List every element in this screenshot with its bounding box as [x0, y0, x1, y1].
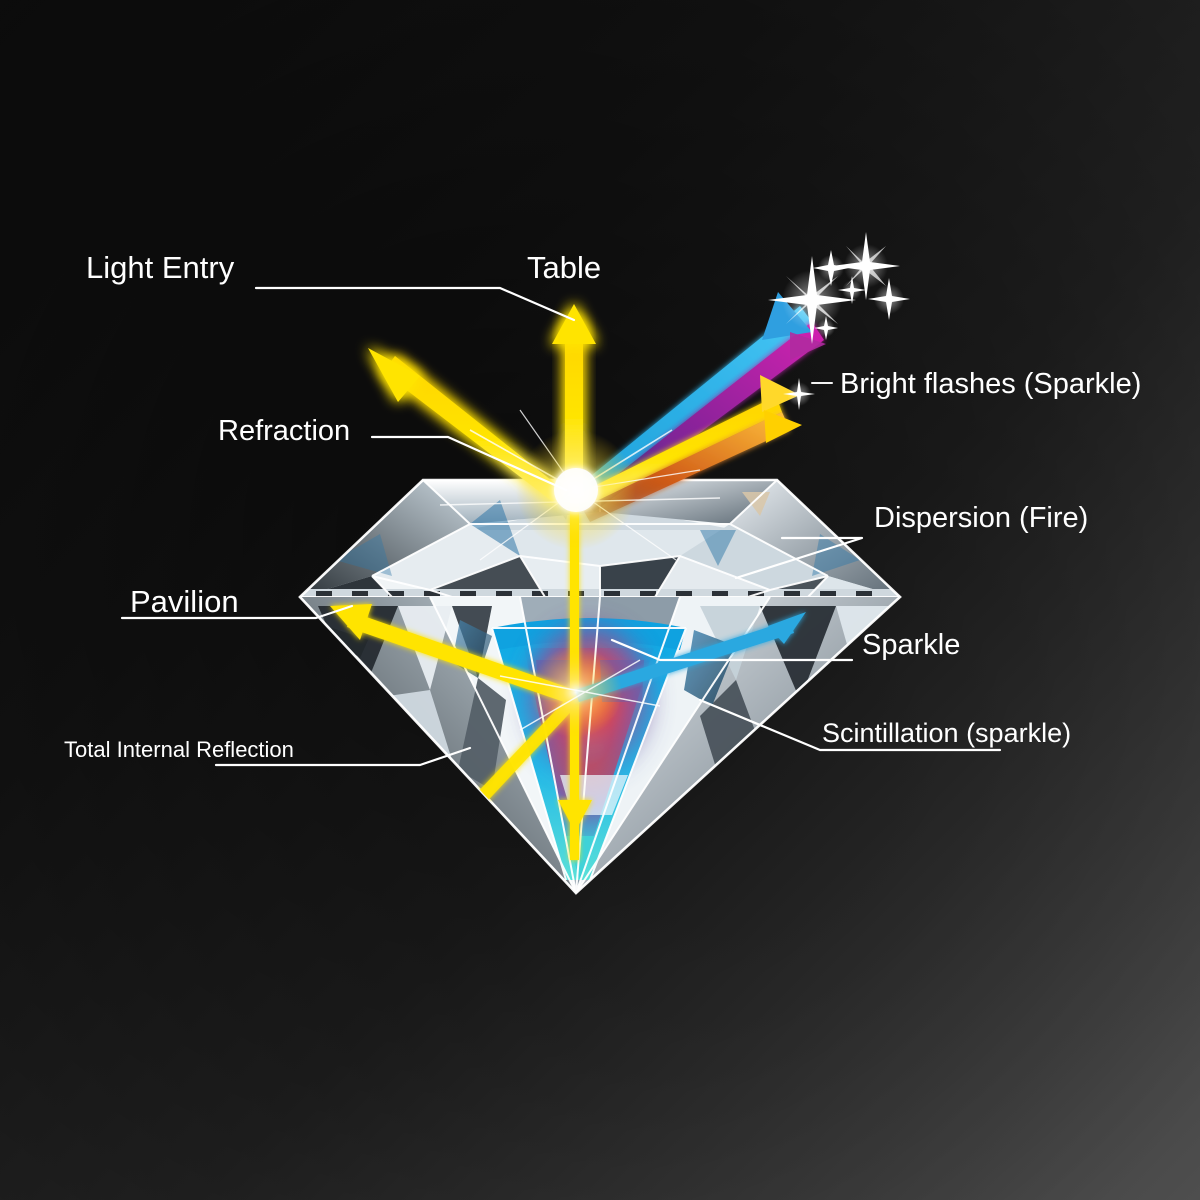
leader-tir: [214, 746, 472, 767]
label-light-entry: Light Entry: [86, 250, 235, 285]
pavilion-internal-ray: [330, 604, 575, 704]
sparkle-star: [783, 378, 815, 410]
leader-lines: [120, 286, 1002, 767]
sparkle-stars-group: [768, 232, 910, 410]
label-bright-flashes: Bright flashes (Sparkle): [840, 368, 1141, 400]
sparkle-star: [768, 256, 856, 344]
label-table: Table: [527, 250, 601, 285]
leader-refraction: [370, 435, 568, 492]
sparkle-star: [814, 316, 838, 340]
refraction-ray: [368, 348, 566, 505]
label-refraction: Refraction: [218, 415, 350, 447]
label-dispersion: Dispersion (Fire): [874, 502, 1088, 534]
label-scintillation: Scintillation (sparkle): [822, 718, 1071, 748]
sparkle-star: [868, 278, 910, 320]
label-pavilion: Pavilion: [130, 584, 239, 619]
sparkle-star: [838, 276, 866, 304]
external-light-rays: [368, 292, 826, 561]
leader-pavilion: [120, 604, 354, 620]
label-sparkle: Sparkle: [862, 629, 960, 661]
internal-light-rays: [330, 490, 806, 860]
sparkle-star: [832, 232, 900, 300]
leader-scintillation: [698, 698, 1002, 752]
label-total-internal-reflection: Total Internal Reflection: [64, 737, 294, 762]
leader-sparkle: [610, 638, 854, 662]
leader-light-entry: [254, 286, 576, 322]
leader-dispersion: [734, 536, 864, 580]
text-labels: Light Entry Table Refraction Pavilion To…: [64, 250, 1141, 762]
sparkle-star: [813, 250, 849, 286]
